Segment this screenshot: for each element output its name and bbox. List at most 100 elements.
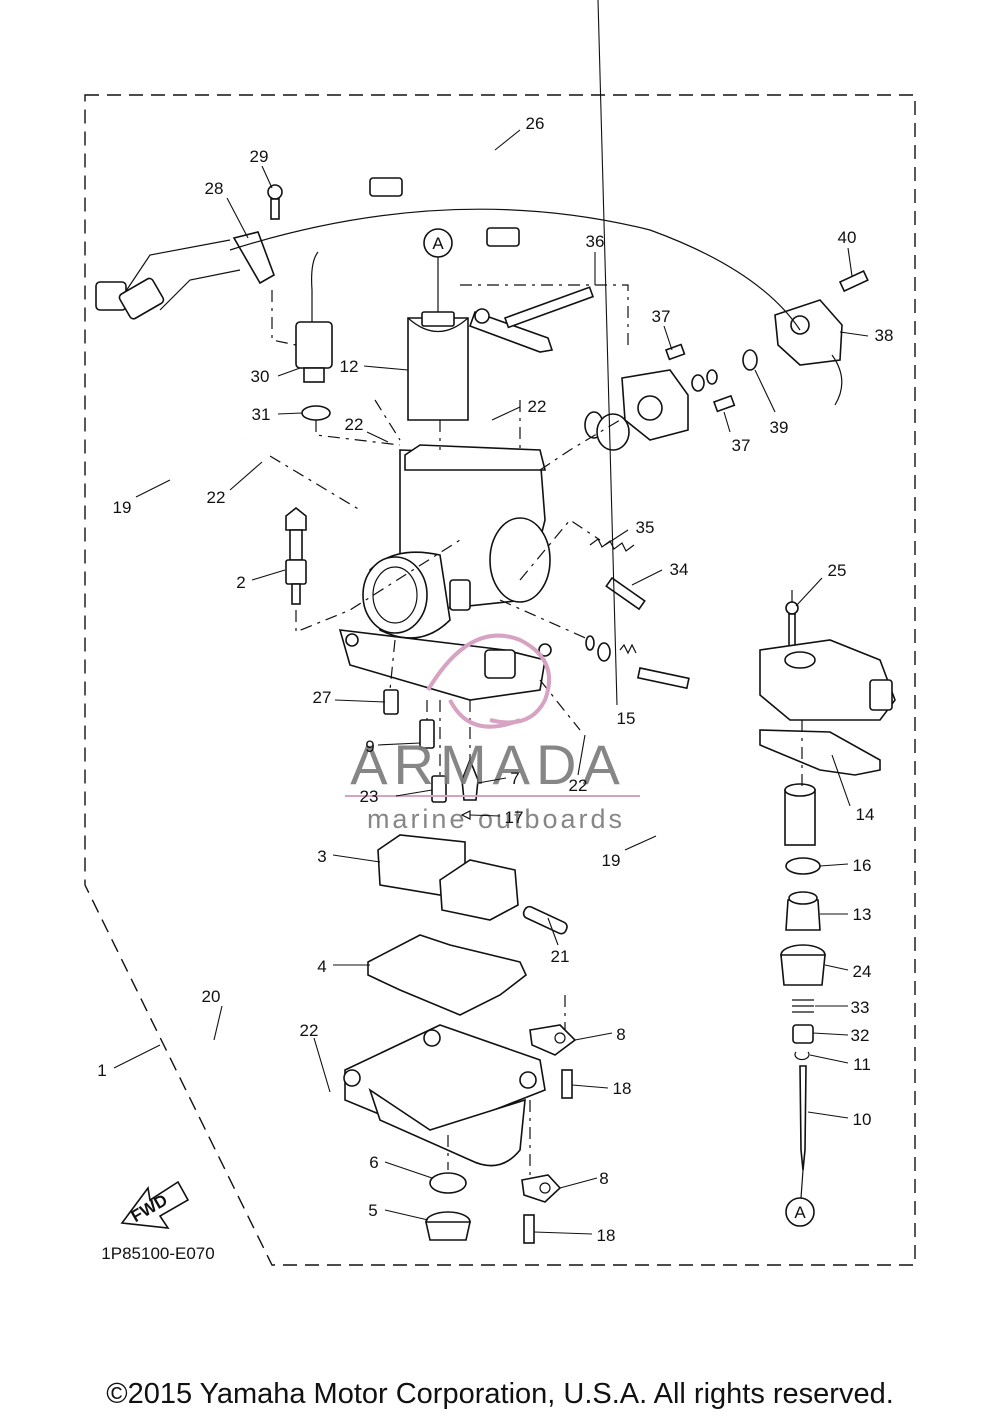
callout-8-lower: 8 [599, 1169, 608, 1188]
ref-circle-a-top-label: A [432, 234, 444, 253]
callout-leaders [113, 0, 869, 1235]
callout-18-upper: 18 [613, 1079, 632, 1098]
callout-22-bowl: 22 [300, 1021, 319, 1040]
part-11-clip [794, 1051, 810, 1061]
callout-23: 23 [360, 787, 379, 806]
part-8-bracket-lower [521, 1174, 562, 1203]
part-float-bowl [343, 1024, 546, 1167]
part-25-screw [785, 601, 799, 657]
part-throttle-sensor-housing [584, 369, 718, 451]
callout-29: 29 [250, 147, 269, 166]
callout-10: 10 [853, 1110, 872, 1129]
callout-8-upper: 8 [616, 1025, 625, 1044]
callout-36: 36 [586, 232, 605, 251]
carburetor-body [338, 444, 552, 701]
part-3-float [377, 834, 519, 921]
callout-4: 4 [317, 957, 326, 976]
callout-21: 21 [551, 947, 570, 966]
fwd-arrow-icon: FWD [120, 1180, 190, 1229]
part-2-throttle-stop-screw [285, 506, 307, 605]
callout-34: 34 [670, 560, 689, 579]
callout-22-right: 22 [528, 397, 547, 416]
part-18-screw-lower [523, 1214, 535, 1244]
part-33-spring [792, 999, 814, 1013]
callout-7: 7 [510, 769, 519, 788]
callout-12: 12 [340, 357, 359, 376]
callout-6: 6 [369, 1153, 378, 1172]
part-32-retainer [792, 1024, 814, 1044]
callout-32: 32 [851, 1026, 870, 1045]
armada-logo [426, 633, 551, 729]
part-34-screw [605, 576, 646, 611]
callout-31: 31 [252, 405, 271, 424]
ref-circle-a-bottom-label: A [794, 1203, 806, 1222]
part-30-solenoid-sensor [295, 251, 333, 383]
part-29-screw [267, 184, 283, 220]
callout-40: 40 [838, 228, 857, 247]
callout-22-left: 22 [207, 488, 226, 507]
part-8-bracket-upper [529, 1024, 577, 1056]
part-37-screw-upper [664, 343, 686, 361]
callout-numbers: 1 2 3 4 5 6 7 8 8 9 10 11 12 13 14 15 16… [97, 114, 893, 1245]
callout-37-upper: 37 [652, 307, 671, 326]
callout-15: 15 [617, 709, 636, 728]
callout-14: 14 [856, 805, 875, 824]
callout-11: 11 [853, 1055, 871, 1074]
ref-circle-a-bottom [785, 1197, 815, 1227]
part-12-throttle-valve [407, 311, 469, 421]
copyright-notice: ©2015 Yamaha Motor Corporation, U.S.A. A… [106, 1378, 894, 1410]
callout-22-mid: 22 [345, 415, 364, 434]
part-10-jet-needle [799, 1065, 807, 1171]
part-16-ring-and-spring [784, 783, 816, 846]
callout-16: 16 [853, 856, 872, 875]
callout-38: 38 [875, 326, 894, 345]
assembly-frame [84, 94, 916, 1266]
callout-26: 26 [526, 114, 545, 133]
callout-2: 2 [236, 573, 245, 592]
part-cover-housing [759, 639, 896, 721]
callout-22-jet: 22 [569, 776, 588, 795]
callout-39: 39 [770, 418, 789, 437]
part-38-position-sensor [774, 299, 843, 406]
part-28-bracket-and-wiring [95, 231, 275, 320]
sensor-wire-arc [229, 208, 801, 331]
part-26-vent-hose [369, 106, 520, 340]
part-24-holder [780, 944, 826, 986]
part-4-float-chamber-gasket [367, 934, 527, 1016]
callout-5: 5 [368, 1201, 377, 1220]
callout-19-right: 19 [602, 851, 621, 870]
callout-37-lower: 37 [732, 436, 751, 455]
callout-33: 33 [851, 998, 870, 1017]
callout-13: 13 [853, 905, 872, 924]
part-15-pilot-screw-set [585, 635, 690, 690]
part-14-gasket [759, 729, 881, 776]
callout-24: 24 [853, 962, 872, 981]
part-13-needle-jet [785, 891, 821, 931]
callout-25: 25 [828, 561, 847, 580]
part-16-o-ring [785, 857, 821, 875]
callout-35: 35 [636, 518, 655, 537]
callout-18-lower: 18 [597, 1226, 616, 1245]
part-5-drain-plug [425, 1211, 471, 1241]
callout-1: 1 [97, 1061, 106, 1080]
watermark-brand: ARMADA [350, 733, 626, 796]
part-27-jet [383, 689, 399, 715]
callout-20: 20 [202, 987, 221, 1006]
part-21-float-pin [522, 905, 568, 935]
part-18-screw-upper [561, 1069, 573, 1099]
callout-3: 3 [317, 847, 326, 866]
part-37-screw-lower [712, 394, 736, 413]
callout-9: 9 [365, 737, 374, 756]
part-35-spring [589, 538, 635, 552]
part-39-o-ring [742, 349, 758, 371]
callout-28: 28 [205, 179, 224, 198]
callout-27: 27 [313, 688, 332, 707]
callout-17: 17 [505, 808, 524, 827]
part-19-hose-left [164, 423, 246, 700]
watermark-tagline: marine outboards [367, 804, 625, 834]
catalog-code: 1P85100-E070 [101, 1244, 214, 1263]
part-31-o-ring [301, 405, 331, 421]
part-36-throttle-shaft [468, 286, 595, 353]
part-40-screw [838, 269, 869, 293]
